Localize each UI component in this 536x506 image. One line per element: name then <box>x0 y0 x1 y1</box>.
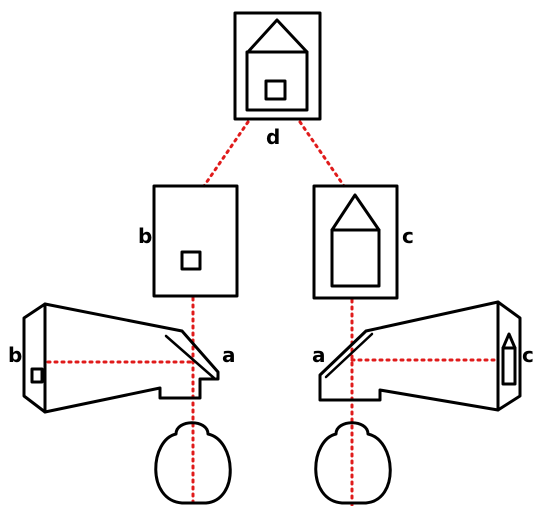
eye-icon <box>154 421 232 505</box>
right-viewer <box>318 300 522 412</box>
label-d: d <box>266 125 280 149</box>
window-square-icon <box>180 250 202 271</box>
window-square-icon <box>264 79 287 101</box>
picture-c <box>312 184 399 300</box>
house-icon <box>245 18 309 112</box>
picture-d <box>233 11 322 121</box>
picture-d-frame <box>233 11 322 121</box>
right-viewer-body <box>318 300 522 412</box>
left-viewer-body <box>22 302 220 414</box>
ray-d-to-b <box>202 120 250 188</box>
picture-b-frame <box>152 184 239 298</box>
picture-c-frame <box>312 184 399 300</box>
picture-b <box>152 184 239 298</box>
eye-icon <box>314 421 392 505</box>
label-a-left-mirror: a <box>222 343 236 367</box>
left-viewer <box>22 302 220 414</box>
house-icon <box>501 332 517 386</box>
house-icon <box>330 193 381 288</box>
label-b: b <box>138 224 152 248</box>
right-mirror <box>324 332 374 379</box>
label-c: c <box>402 224 414 248</box>
window-square-icon <box>30 367 44 384</box>
left-mirror <box>164 334 216 380</box>
label-c-right-viewer: c <box>522 343 534 367</box>
light-rays <box>46 120 500 506</box>
ray-d-to-c <box>298 120 346 188</box>
label-a-right-mirror: a <box>312 343 326 367</box>
label-b-left-viewer: b <box>8 343 22 367</box>
